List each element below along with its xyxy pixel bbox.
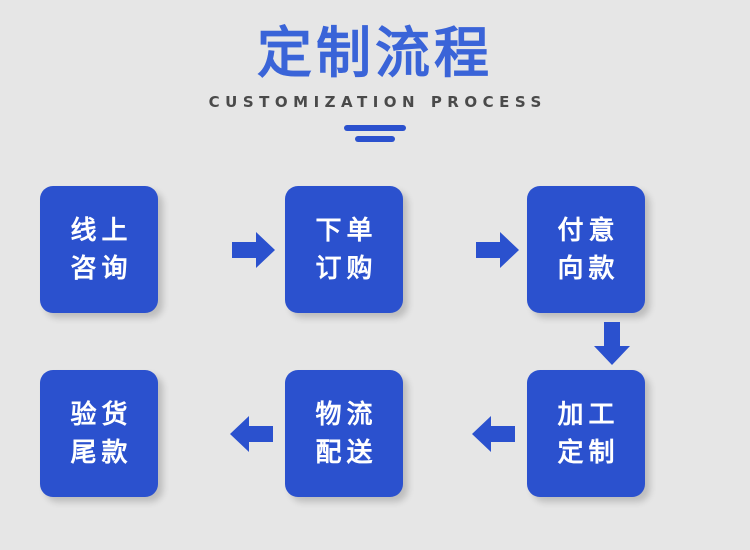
- header: 定制流程 CUSTOMIZATION PROCESS: [0, 0, 750, 142]
- arrow-left-icon: [230, 415, 274, 453]
- step-label-line2: 订购: [315, 253, 378, 284]
- page-subtitle: CUSTOMIZATION PROCESS: [208, 93, 547, 111]
- step-label-line1: 下单: [315, 215, 378, 246]
- step-box-online-consultation[interactable]: 线上 咨询: [40, 186, 158, 313]
- page-title: 定制流程: [256, 21, 493, 85]
- step-label-line1: 付意: [557, 215, 620, 246]
- divider: [340, 111, 410, 142]
- arrow-down-icon: [593, 322, 631, 366]
- step-label-line2: 向款: [557, 253, 620, 284]
- step-label-line1: 线上: [70, 215, 133, 246]
- step-label-line1: 加工: [557, 399, 620, 430]
- divider-bar-wide: [344, 125, 406, 131]
- step-label-line2: 咨询: [70, 253, 133, 284]
- step-label-line1: 验货: [70, 399, 133, 430]
- arrow-left-icon: [472, 415, 516, 453]
- divider-bar-narrow: [355, 136, 395, 142]
- step-label-line2: 尾款: [70, 437, 133, 468]
- step-box-processing-customization[interactable]: 加工 定制: [527, 370, 645, 497]
- arrow-right-icon: [476, 231, 520, 269]
- step-box-place-order[interactable]: 下单 订购: [285, 186, 403, 313]
- arrow-right-icon: [232, 231, 276, 269]
- step-label-line2: 配送: [315, 437, 378, 468]
- step-box-inspection-final-payment[interactable]: 验货 尾款: [40, 370, 158, 497]
- step-label-line1: 物流: [315, 399, 378, 430]
- step-label-line2: 定制: [557, 437, 620, 468]
- step-box-deposit-payment[interactable]: 付意 向款: [527, 186, 645, 313]
- step-box-logistics-delivery[interactable]: 物流 配送: [285, 370, 403, 497]
